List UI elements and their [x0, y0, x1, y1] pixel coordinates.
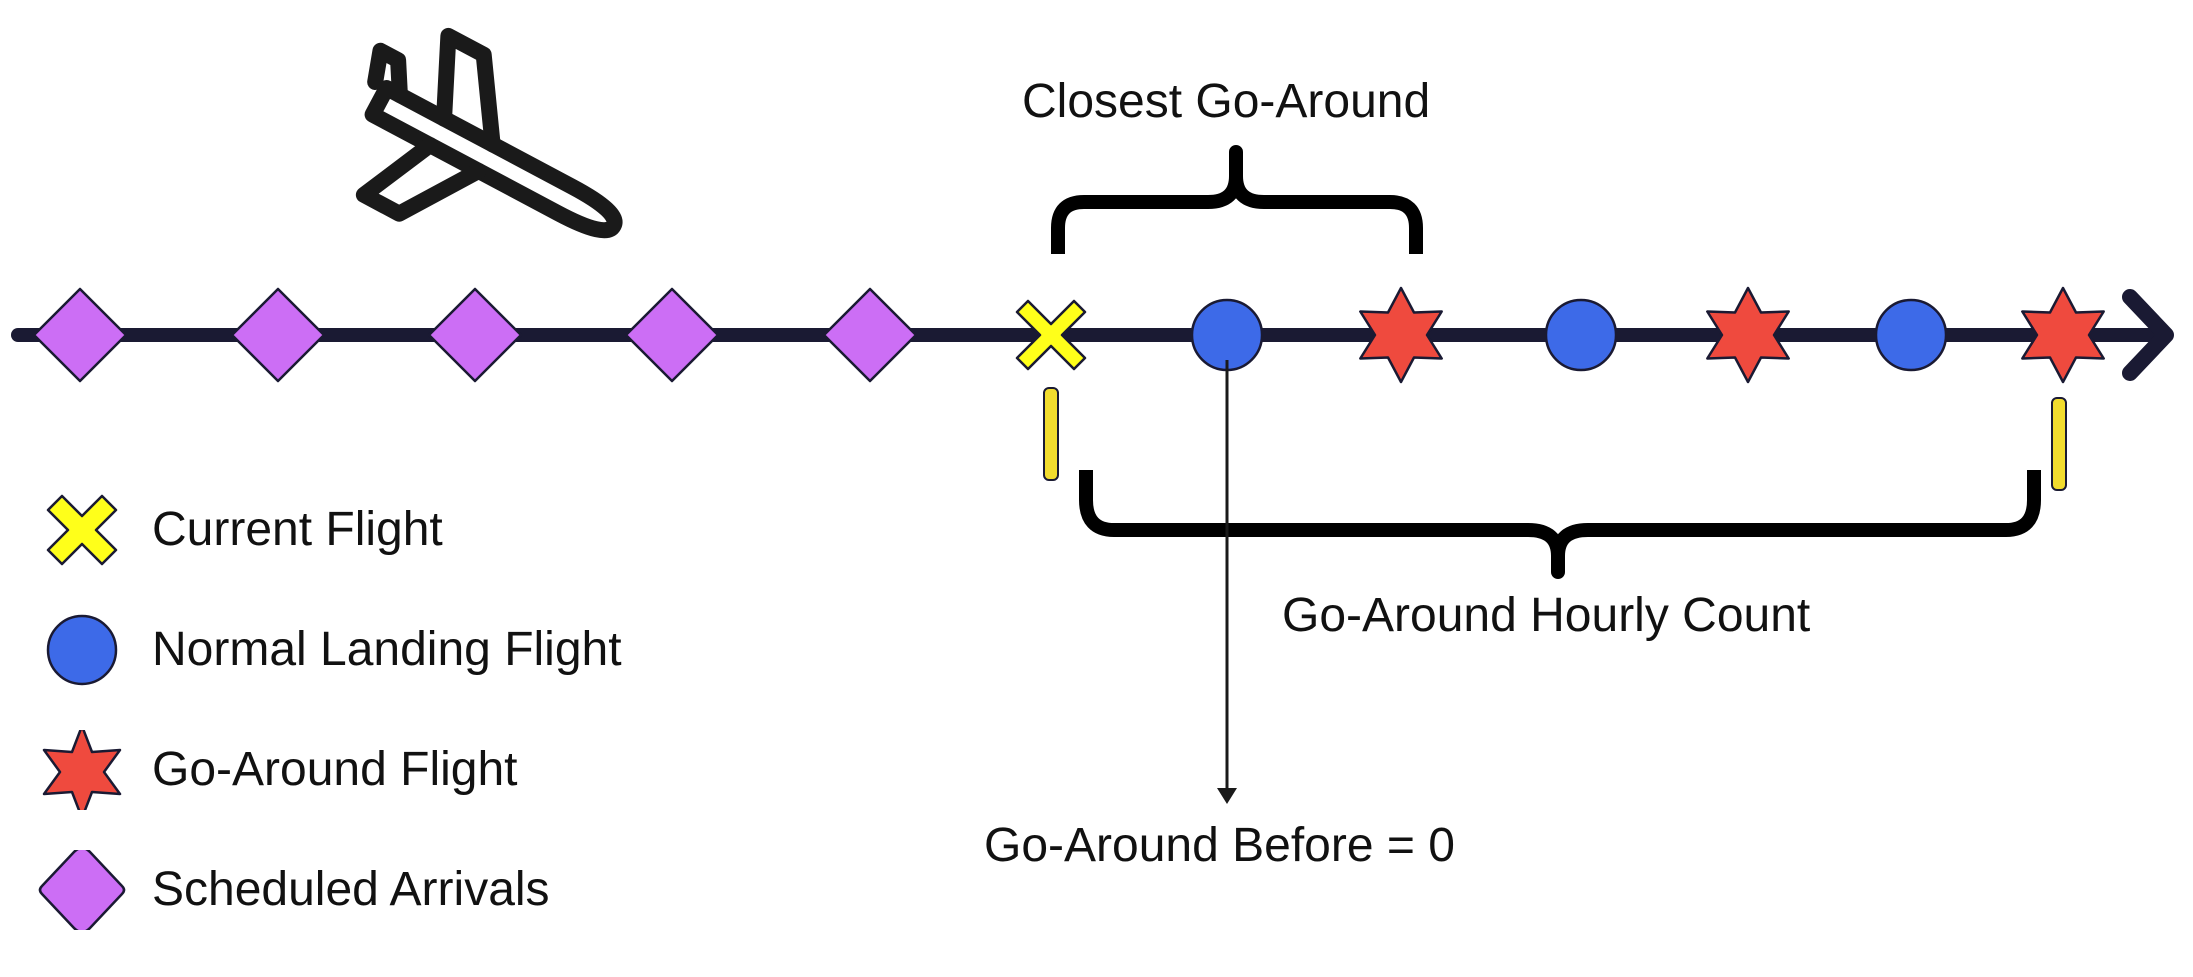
timeline-arrowhead: [2122, 289, 2174, 381]
hourly-count-label: Go-Around Hourly Count: [1282, 589, 1811, 642]
closest-go-around-label: Closest Go-Around: [1022, 75, 1431, 128]
legend-item-scheduled: Scheduled Arrivals: [36, 850, 756, 930]
timeline-event-normal: [1544, 298, 1618, 372]
legend-item-normal: Normal Landing Flight: [36, 610, 756, 690]
timeline-event-scheduled: [624, 287, 720, 383]
timeline-event-normal: [1874, 298, 1948, 372]
legend-label-goaround: Go-Around Flight: [152, 743, 518, 796]
legend-label-normal: Normal Landing Flight: [152, 623, 622, 676]
legend-label-current: Current Flight: [152, 503, 443, 556]
timeline-event-scheduled: [822, 287, 918, 383]
timeline-events: [32, 286, 2105, 384]
closest-go-around-brace: [1051, 145, 1423, 254]
timeline-event-normal: [1190, 298, 1264, 372]
timeline-event-current: [1015, 299, 1087, 371]
go-around-before-label: Go-Around Before = 0: [984, 819, 1455, 872]
window-start-marker: [1043, 387, 1059, 481]
airplane-icon: [355, 27, 623, 239]
timeline-event-goaround: [1706, 286, 1790, 384]
legend-item-current: Current Flight: [36, 490, 756, 570]
timeline-event-scheduled: [32, 287, 128, 383]
pointer-arrowhead: [1217, 788, 1237, 804]
scheduled-arrival-icon: [38, 850, 126, 930]
legend-item-goaround: Go-Around Flight: [36, 730, 756, 810]
timeline-event-goaround: [2021, 286, 2105, 384]
normal-landing-icon: [46, 614, 118, 686]
go-around-icon: [42, 730, 122, 810]
window-end-marker: [2051, 397, 2067, 491]
legend-label-scheduled: Scheduled Arrivals: [152, 863, 550, 916]
current-flight-icon: [46, 494, 118, 566]
timeline-event-goaround: [1359, 286, 1443, 384]
timeline-event-scheduled: [230, 287, 326, 383]
timeline-event-scheduled: [427, 287, 523, 383]
hourly-count-brace: [1079, 470, 2041, 579]
